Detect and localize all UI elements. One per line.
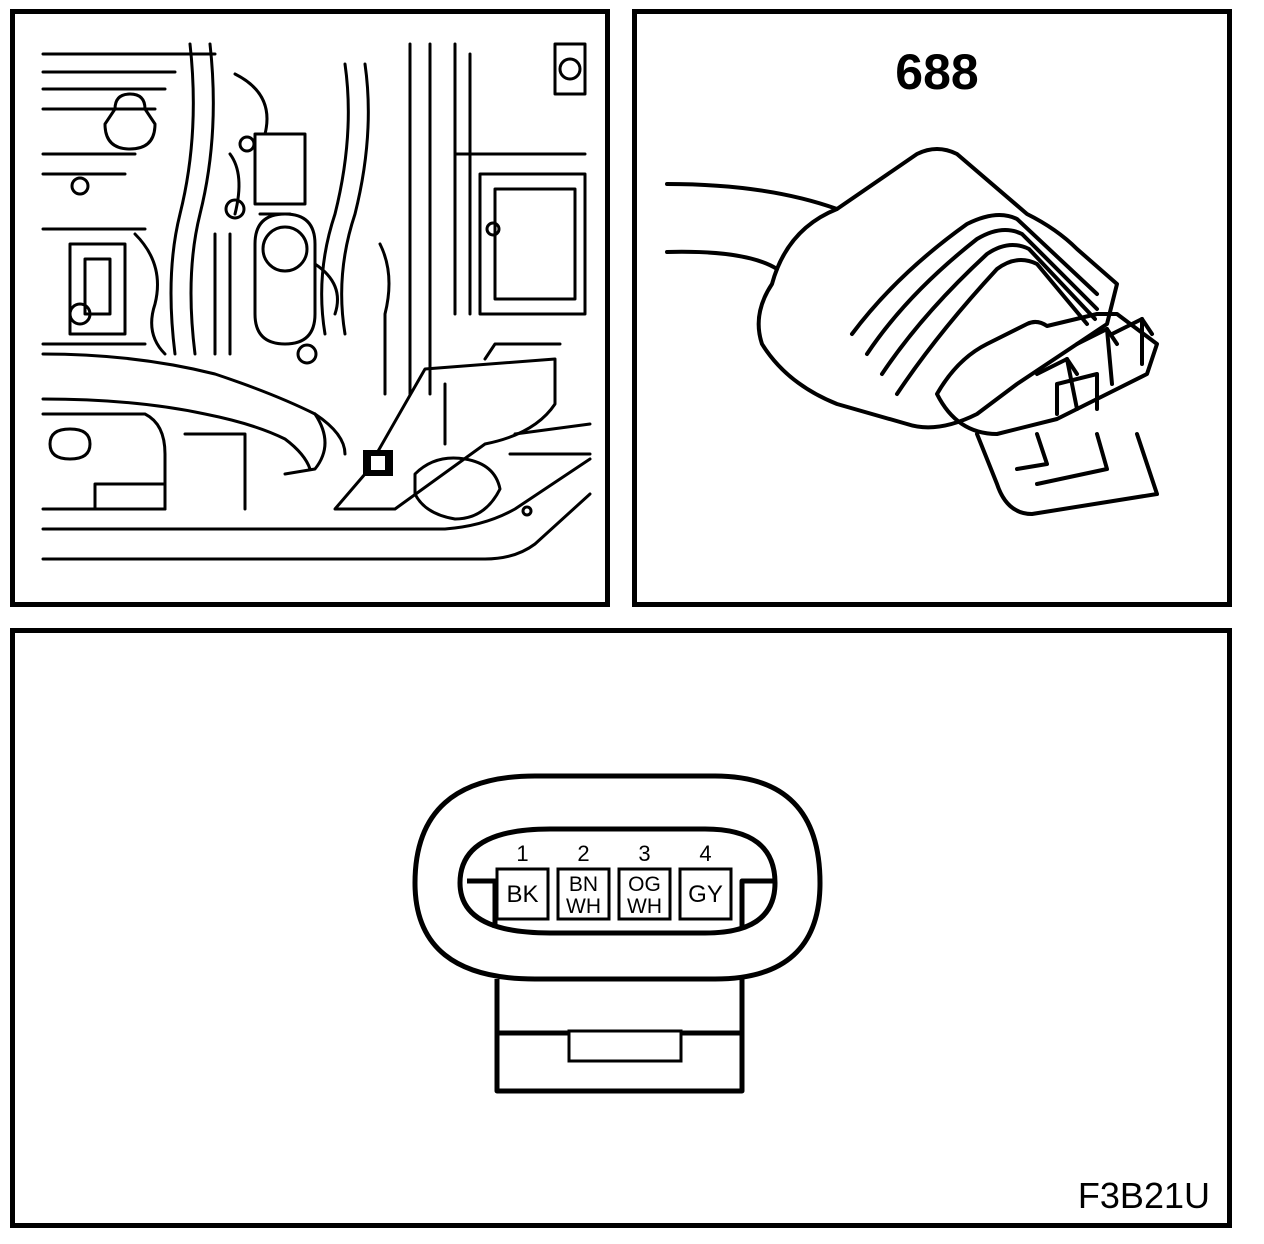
pin-wire-color: WH — [566, 895, 601, 918]
connector-view-panel: 688 — [632, 9, 1232, 607]
connector-body — [665, 147, 1159, 516]
connector-perspective-drawing: 688 — [665, 44, 1159, 516]
pin-wire-color: WH — [627, 895, 662, 918]
pin-wire-color: OG — [628, 873, 661, 896]
pin-box — [678, 867, 733, 921]
figure-code: F3B21U — [1078, 1175, 1210, 1216]
connector-number: 688 — [895, 44, 978, 100]
latch-window — [567, 1029, 683, 1063]
pin-wire-color: GY — [688, 881, 723, 908]
pin-box — [617, 867, 672, 921]
pin-number: 1 — [516, 841, 528, 866]
pin-box — [556, 867, 611, 921]
engine-bay-drawing — [41, 42, 592, 561]
connector-face — [412, 773, 823, 1094]
engine-bay-panel — [10, 9, 610, 607]
pin-wire-color: BK — [506, 881, 538, 908]
pin-number: 2 — [577, 841, 589, 866]
pin-number: 3 — [638, 841, 650, 866]
pin-wire-color: BN — [569, 873, 598, 896]
pin-4: 4GY — [678, 841, 733, 921]
pin-1: 1BK — [495, 841, 550, 921]
pin-box — [495, 867, 550, 921]
pin-number: 4 — [699, 841, 711, 866]
